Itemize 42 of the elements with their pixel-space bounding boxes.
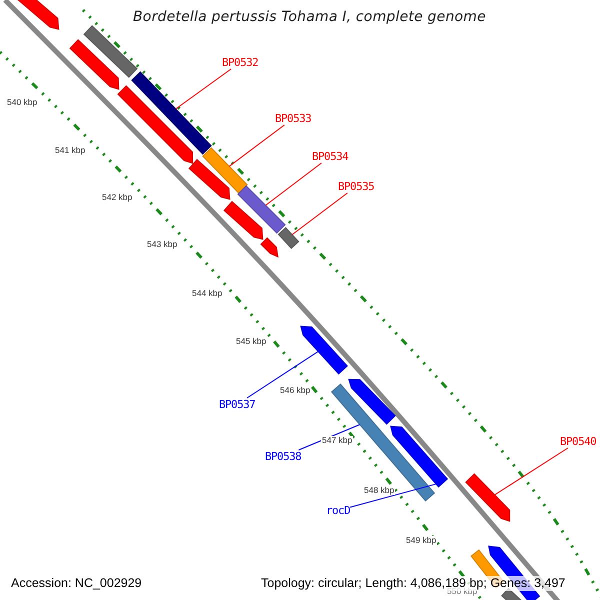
tick-label: 543 kbp [146, 240, 178, 248]
leader-line [350, 484, 436, 508]
gene-segment [202, 147, 248, 194]
gene-label: BP0538 [265, 450, 302, 463]
tick-label: 546 kbp [279, 386, 312, 394]
gene-label: BP0535 [338, 180, 374, 193]
leader-line [292, 192, 348, 236]
leader-line [494, 448, 568, 496]
title: Bordetella pertussis Tohama I, complete genome [133, 10, 486, 24]
tick-label: 540 kbp [6, 98, 38, 106]
gene-segment [278, 227, 300, 249]
gene-feature [69, 39, 120, 90]
gene-segment [131, 71, 212, 155]
gene-label: BP0537 [219, 398, 256, 411]
tick-label: 547 kbp [321, 436, 354, 444]
gene-label: BP0534 [312, 150, 348, 163]
tick-label: 548 kbp [363, 486, 396, 494]
leader-line [246, 351, 319, 398]
tick-label: 542 kbp [101, 193, 134, 202]
tick-label: 541 kbp [54, 146, 86, 154]
genome-info-text: Topology: circular; Length: 4,086,189 bp; Genes: 3,497 [259, 576, 568, 590]
tick-label: 545 kbp [235, 337, 268, 346]
gene-segment [83, 25, 138, 78]
leader-line [228, 124, 285, 167]
gene-feature [260, 237, 278, 258]
gene-feature [117, 85, 194, 164]
gene-label: BP0532 [222, 56, 258, 69]
gene-feature [188, 158, 230, 200]
accession-text: Accession: NC_002929 [10, 576, 143, 590]
tick-label: 544 kbp [191, 289, 224, 298]
gene-feature [348, 378, 396, 425]
gene-feature [223, 200, 264, 240]
tick-label: 549 kbp [405, 536, 438, 544]
leader-line [265, 162, 322, 206]
gene-feature [465, 473, 510, 522]
gene-label: rocD [326, 504, 350, 517]
gene-segment [237, 185, 286, 234]
gene-feature [300, 326, 348, 375]
gene-feature [390, 426, 448, 488]
leader-line [175, 68, 232, 110]
gene-label: BP0533 [275, 112, 312, 125]
gene-label: BP0540 [560, 435, 596, 448]
